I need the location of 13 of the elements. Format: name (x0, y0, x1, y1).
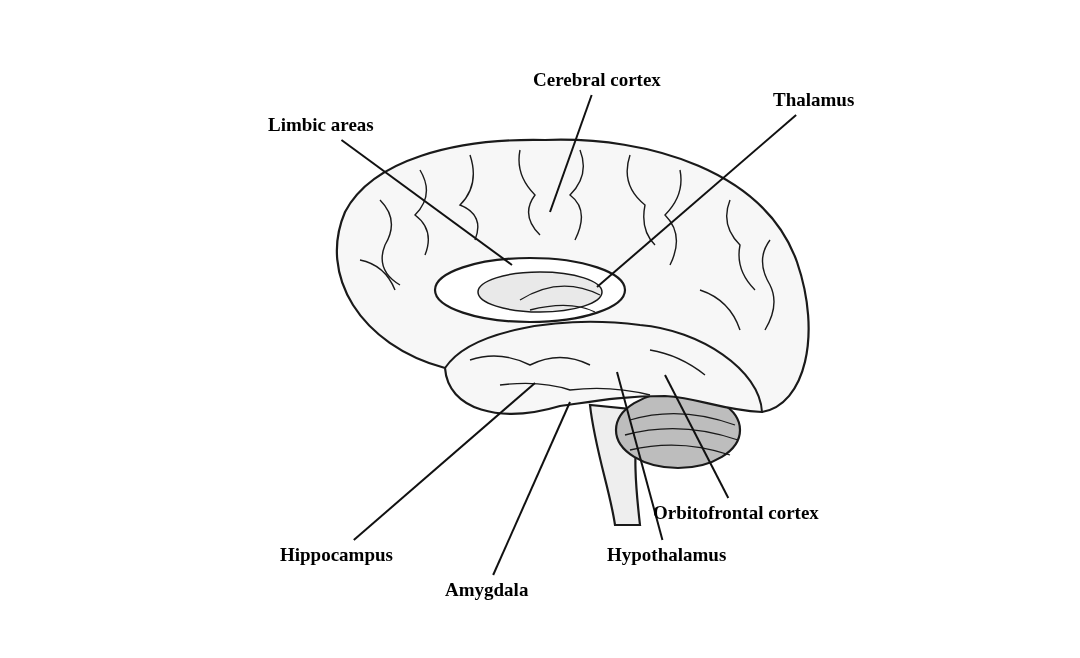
part-label: Limbic areas (268, 113, 374, 137)
part-label: Thalamus (773, 88, 855, 112)
leader-line (340, 139, 513, 266)
leader-line (352, 382, 536, 541)
leader-line (596, 114, 798, 288)
part-label: Hippocampus (280, 543, 393, 567)
leader-line (616, 371, 664, 541)
part-label: Cerebral cortex (533, 68, 661, 92)
leader-line (492, 401, 571, 576)
part-label: Hypothalamus (607, 543, 727, 567)
leader-line (549, 94, 593, 213)
leader-line (664, 374, 730, 499)
part-label: Amygdala (445, 578, 529, 602)
